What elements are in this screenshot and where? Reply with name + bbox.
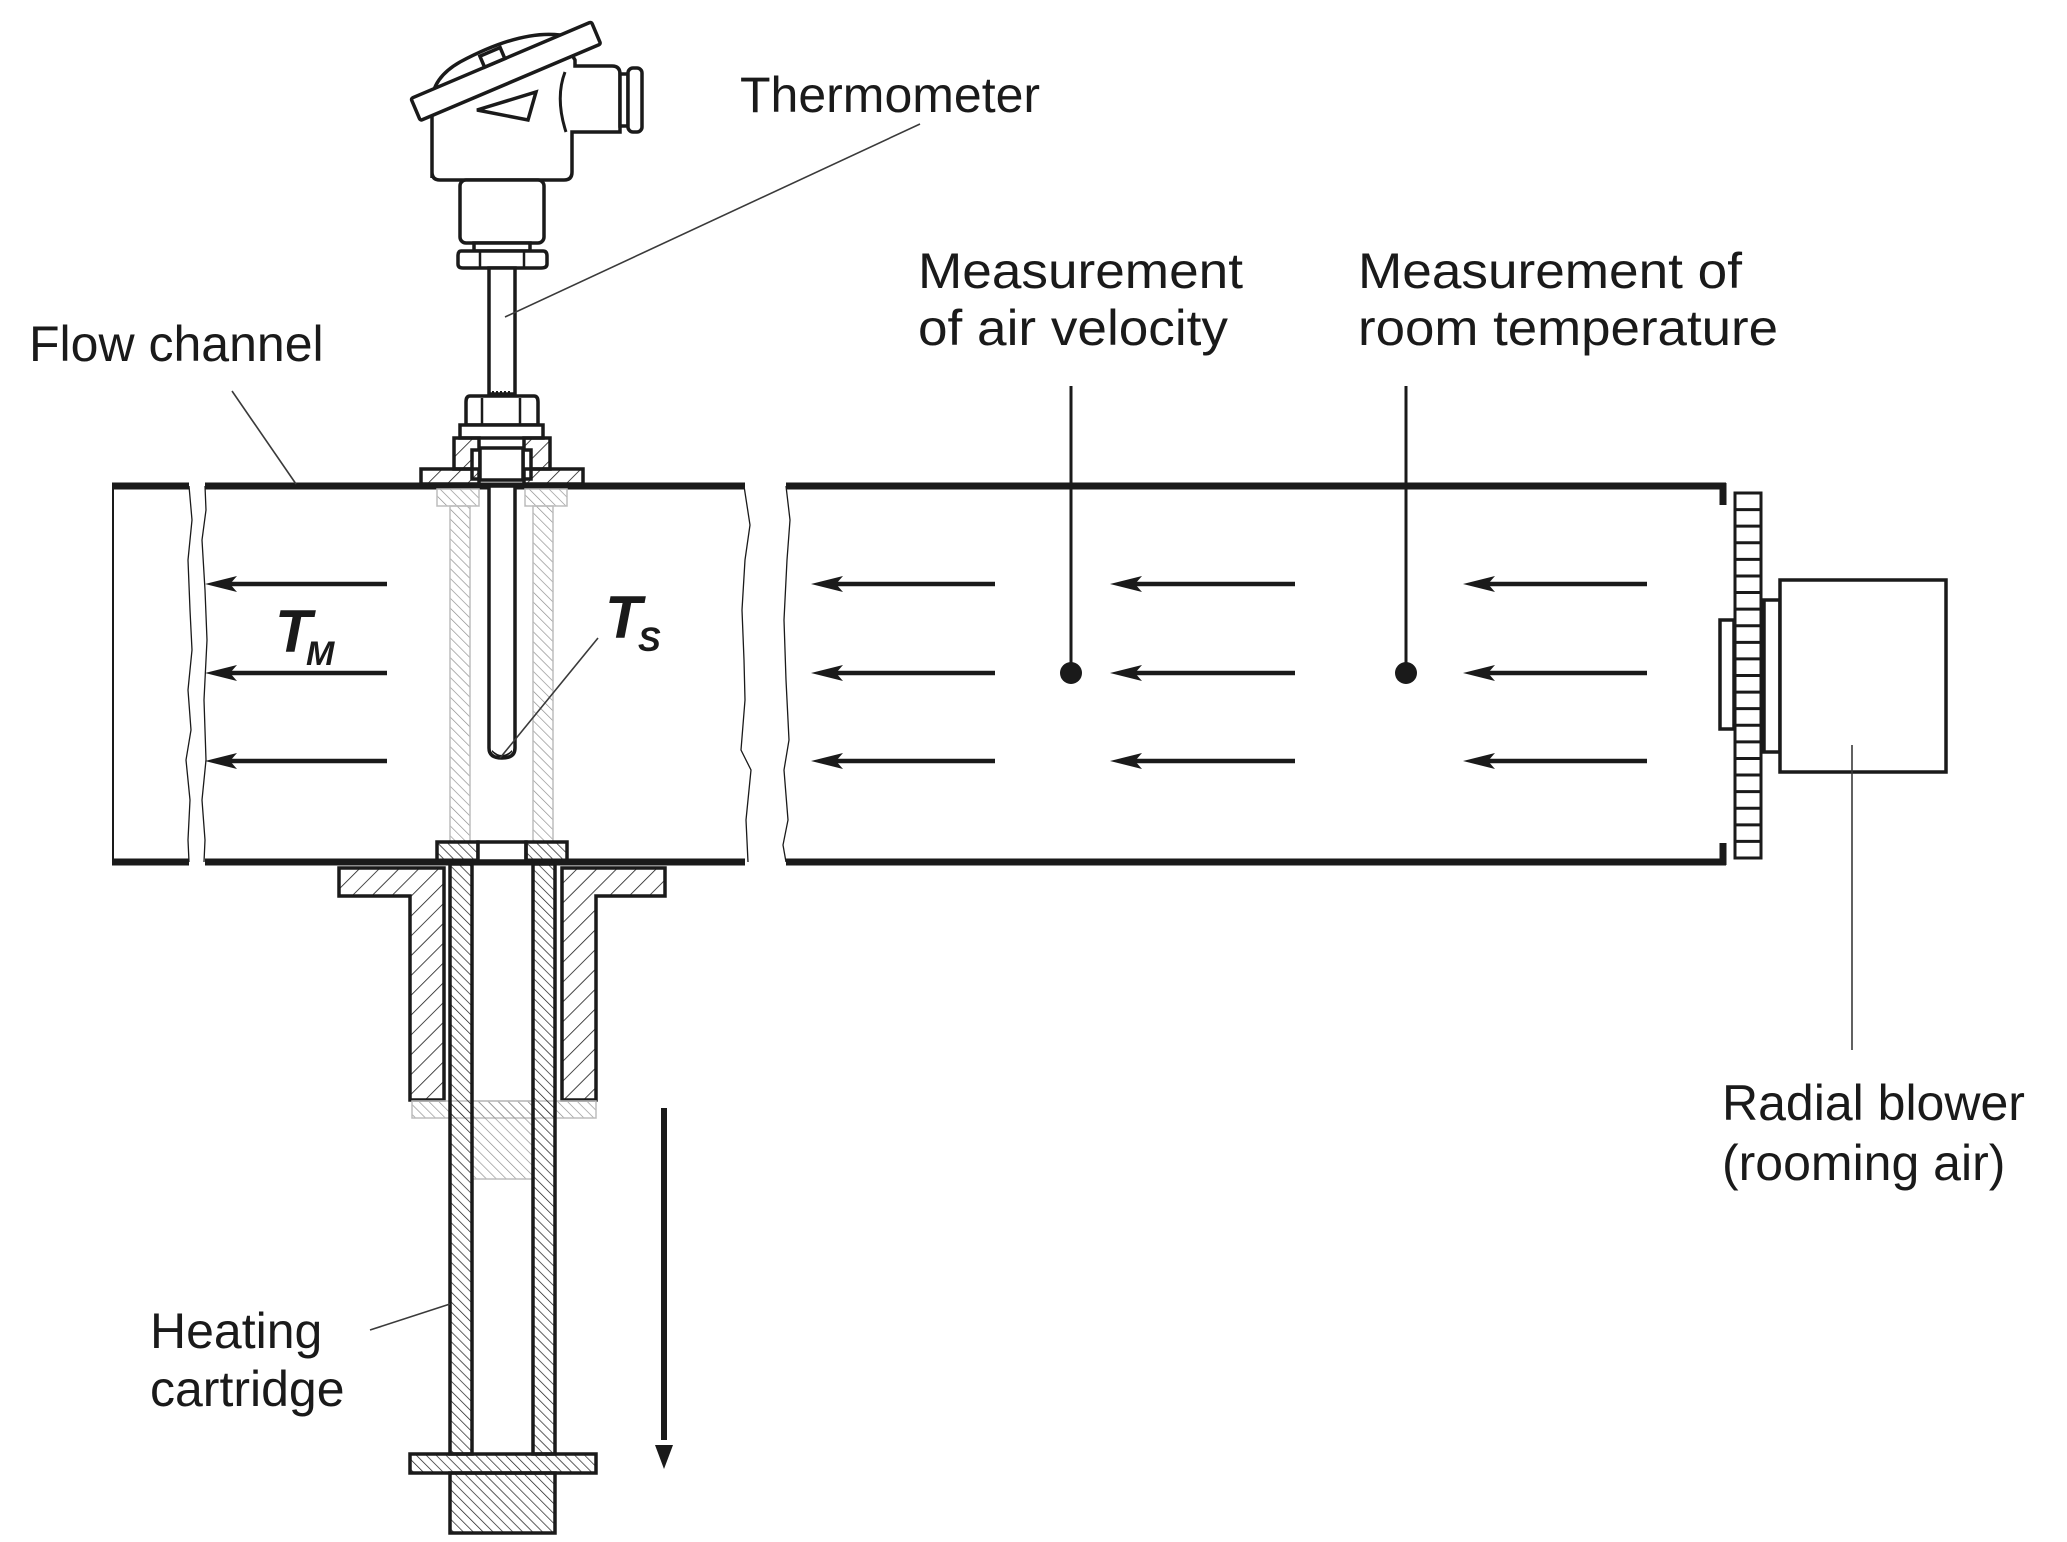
- room-temperature-label-line1: Measurement of: [1358, 243, 1742, 299]
- thermometer: [409, 20, 644, 760]
- tube-cap-left: [435, 840, 480, 863]
- thermometer-lid-latch: [476, 89, 539, 123]
- sensor-tip: [492, 750, 512, 757]
- flow-channel-leader-line: [231, 390, 297, 485]
- break-line: [740, 485, 752, 863]
- arrowhead-icon: [1110, 753, 1142, 769]
- radial-blower-label-line2: (rooming air): [1722, 1135, 2005, 1191]
- upper-hex-nut: [456, 249, 549, 270]
- radial-blower: [1718, 491, 1948, 1050]
- thermometer-label: Thermometer: [740, 67, 1040, 123]
- tm-subscript: M: [306, 635, 335, 673]
- flow-arrow-group-left: [205, 576, 387, 769]
- air-velocity-label-line1: Measurement: [918, 243, 1243, 299]
- heating-cartridge-label-line1: Heating: [150, 1303, 322, 1359]
- fitting-washer: [458, 423, 545, 440]
- cartridge-tube-left: [448, 862, 474, 1456]
- tube-cap-right: [524, 840, 569, 863]
- flow-arrow-group-1: [811, 576, 995, 769]
- arrowhead-icon: [205, 753, 237, 769]
- break-line: [782, 485, 791, 863]
- ts-leader-line: [499, 637, 599, 759]
- arrowhead-icon: [811, 753, 843, 769]
- mounting-flange-left: [337, 866, 446, 1102]
- air-velocity-probe: [1060, 386, 1082, 684]
- blower-shaft-coupling: [1762, 598, 1782, 754]
- blower-impeller: [1733, 491, 1763, 860]
- thermometer-neck: [458, 178, 546, 245]
- arrowhead-icon: [1110, 576, 1142, 592]
- ts-symbol: T: [605, 584, 646, 651]
- tube-wall-right-top: [524, 488, 568, 507]
- ferrule-body: [478, 446, 525, 482]
- room-temperature-probe: [1395, 386, 1417, 684]
- heating-cartridge-label-line2: cartridge: [150, 1361, 345, 1417]
- flow-arrow-group-2: [1110, 576, 1295, 769]
- fitting-flange-right: [522, 467, 585, 486]
- thermometer-head-edge: [558, 71, 568, 133]
- tube-wall-left: [449, 505, 471, 843]
- cartridge-base-block: [448, 1471, 557, 1535]
- thermometer-leader-line: [504, 123, 921, 318]
- sensor-dot-icon: [1060, 662, 1082, 684]
- flow-arrows: [205, 576, 1647, 769]
- cartridge-base-plate: [408, 1452, 598, 1475]
- arrowhead-icon: [811, 576, 843, 592]
- break-line: [185, 485, 193, 863]
- ts-subscript: S: [638, 621, 661, 659]
- heating-cartridge-leader-line: [369, 1303, 451, 1331]
- tube-wall-right: [532, 505, 554, 843]
- break-line: [201, 485, 208, 863]
- arrowhead-icon: [205, 665, 237, 681]
- arrowhead-icon: [1463, 576, 1495, 592]
- tm-symbol: T: [275, 598, 316, 665]
- arrowhead-icon: [205, 576, 237, 592]
- flow-channel-label: Flow channel: [29, 316, 324, 372]
- fitting-flange-left: [419, 467, 481, 486]
- room-temperature-label-line2: room temperature: [1358, 300, 1778, 356]
- radial-blower-label-line1: Radial blower: [1722, 1075, 2025, 1131]
- heater-plug: [471, 1100, 535, 1180]
- mounting-flange-right: [560, 866, 667, 1102]
- thermometer-stem: [487, 266, 517, 396]
- tube-cap-opening: [476, 840, 528, 863]
- arrowhead-icon: [1110, 665, 1142, 681]
- arrow-down-icon: [655, 1445, 673, 1469]
- sensor-dot-icon: [1395, 662, 1417, 684]
- flow-arrow-group-3: [1463, 576, 1647, 769]
- air-velocity-label-line2: of air velocity: [918, 300, 1228, 356]
- heating-cartridge-assembly: [337, 862, 673, 1535]
- compression-nut: [464, 394, 540, 427]
- cartridge-tube-right: [531, 862, 557, 1456]
- thermometer-lid: [409, 20, 602, 122]
- thermometer-stem-in-channel: [487, 484, 517, 760]
- blower-hub: [1718, 618, 1736, 731]
- cable-gland-nut: [626, 66, 644, 134]
- arrowhead-icon: [1463, 665, 1495, 681]
- blower-motor-housing: [1778, 578, 1948, 774]
- heated-tube-in-channel: [435, 488, 569, 863]
- tube-wall-left-top: [436, 488, 480, 507]
- arrowhead-icon: [811, 665, 843, 681]
- arrowhead-icon: [1463, 753, 1495, 769]
